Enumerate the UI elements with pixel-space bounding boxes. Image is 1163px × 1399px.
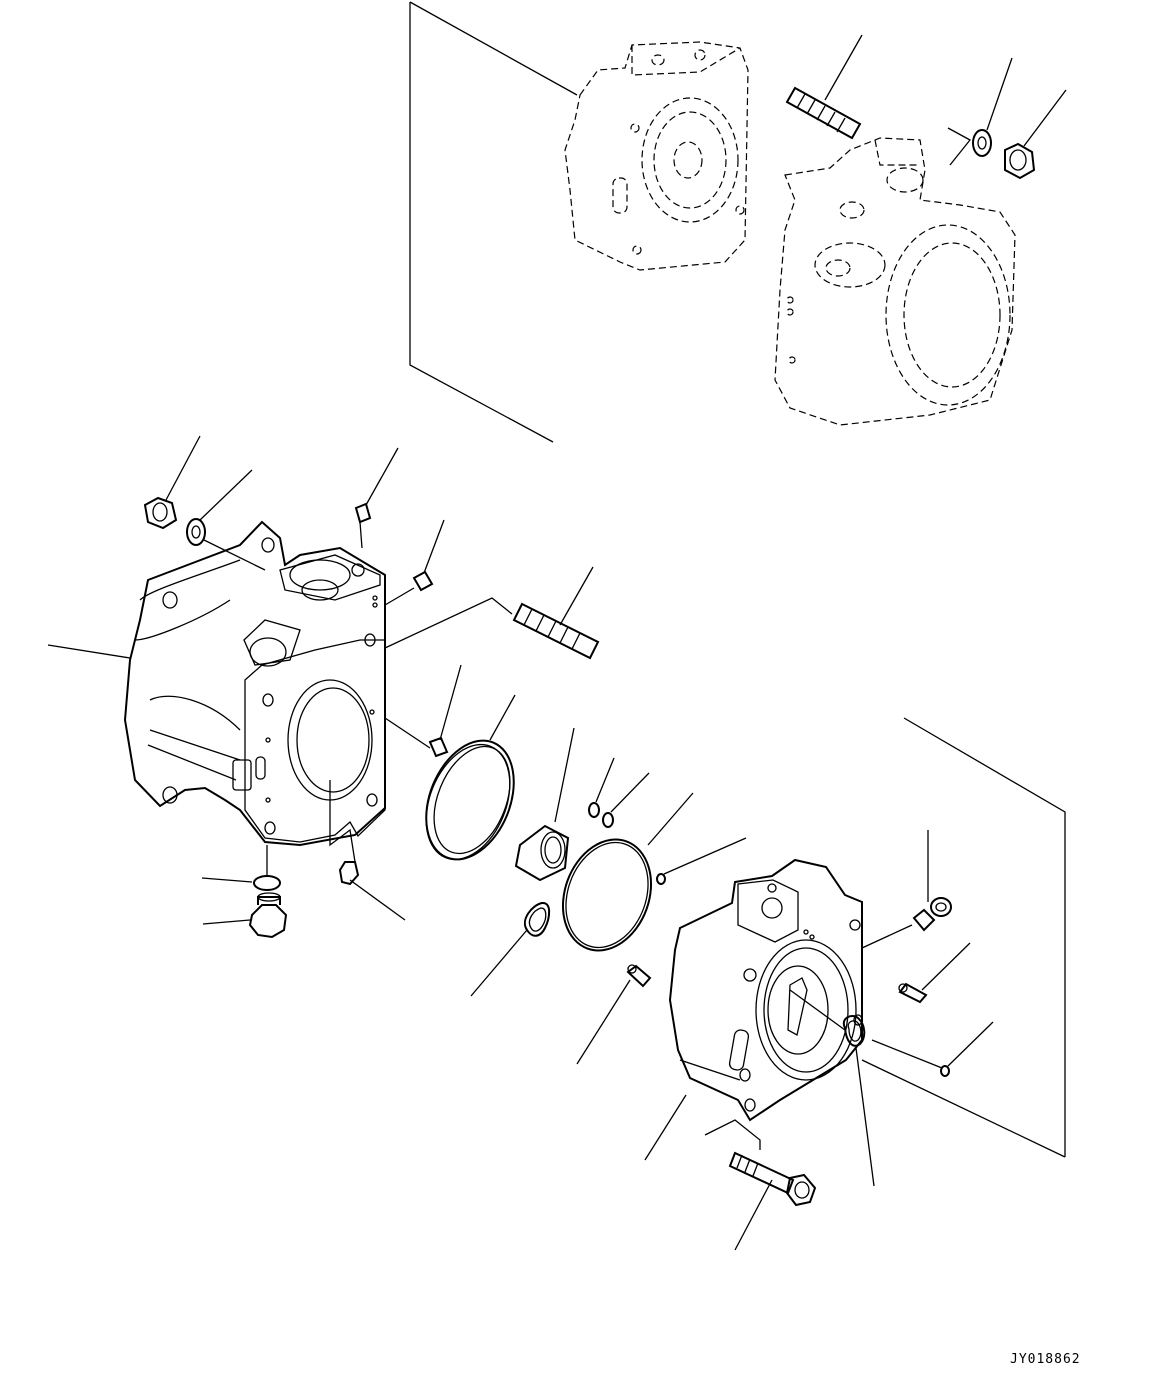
- small-plug-right: [871, 1021, 994, 1077]
- cap-screw: [704, 1119, 817, 1251]
- washer-left: [186, 469, 266, 571]
- oval-o-ring-left: [470, 902, 551, 997]
- reference-frame-right: [861, 717, 1066, 1158]
- drawing-code: JY018862: [1010, 1352, 1081, 1367]
- nut-left: [143, 435, 201, 530]
- stud-bolt-top: [785, 34, 863, 140]
- stud-bolt-middle: [384, 566, 600, 660]
- washer-top: [947, 57, 1013, 166]
- pin-right: [898, 942, 971, 1004]
- bushing: [514, 727, 575, 882]
- seal-ring: [425, 694, 516, 861]
- reference-end-cover-dashed: [564, 41, 749, 271]
- reference-pump-housing-dashed: [774, 137, 1016, 426]
- oval-o-ring-right: [789, 989, 875, 1187]
- plug-bottom: [329, 780, 406, 921]
- plug-right-upper: [384, 519, 445, 606]
- nut-top: [1004, 89, 1067, 180]
- plug-top-left: [354, 447, 399, 549]
- end-cover-right: [644, 858, 863, 1161]
- small-o-rings: [588, 757, 650, 828]
- drain-plug: [202, 892, 288, 939]
- dowel-pin: [576, 964, 652, 1065]
- small-seal: [656, 837, 747, 885]
- large-o-ring: [561, 792, 694, 952]
- reference-frame: [409, 1, 578, 443]
- left-pump-case: [47, 520, 386, 847]
- o-ring-drain: [201, 845, 281, 891]
- plug-right-lower: [384, 664, 462, 758]
- eye-plug: [861, 830, 952, 949]
